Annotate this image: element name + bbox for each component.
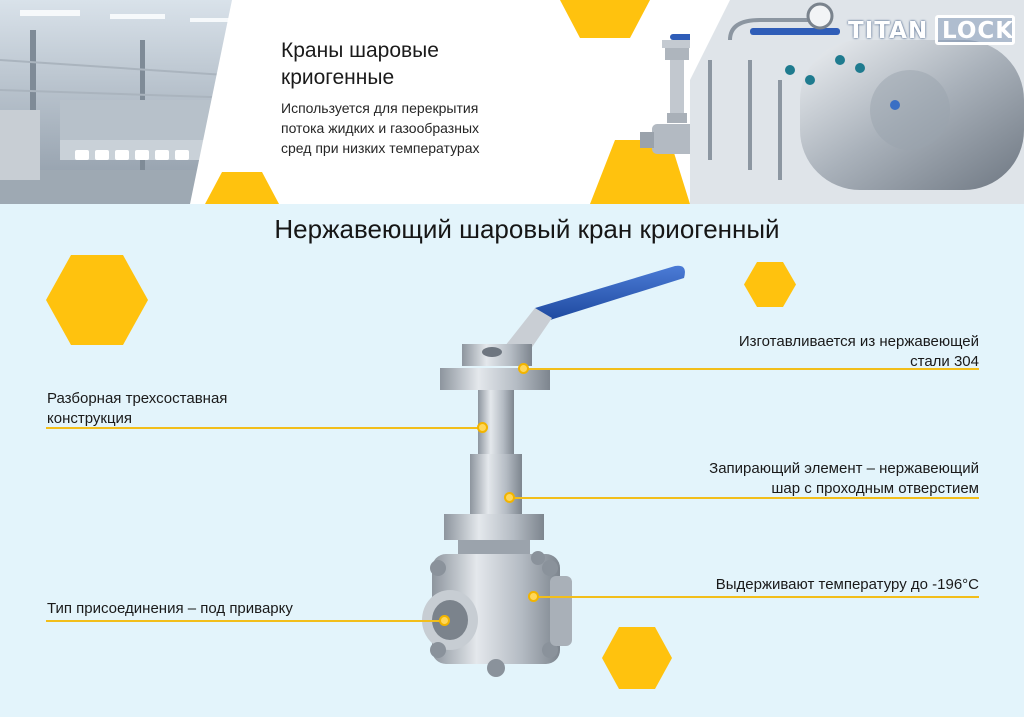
callout-line-ball: [509, 497, 979, 499]
logo-lock-frame: [935, 15, 1015, 45]
logo-text-lock: LOCK: [942, 18, 1015, 44]
cryogenic-equipment-photo: [690, 0, 1024, 204]
top-banner: Краны шаровые криогенные Используется дл…: [0, 0, 1024, 204]
banner-text-line1: Используется для перекрытия: [281, 100, 479, 116]
callout-material-line2: стали 304: [910, 353, 979, 370]
ball-valve-image: [422, 265, 685, 677]
callout-marker-material: [518, 363, 529, 374]
callout-material-line1: Изготавливается из нержавеющей: [738, 333, 979, 350]
callout-line-construction: [46, 427, 482, 429]
callout-marker-construction: [477, 422, 488, 433]
callout-ball: Запирающий элемент – нержавеющий шар с п…: [600, 459, 979, 499]
decor-hexagon-bottom: [602, 627, 672, 689]
decor-hexagon-small: [744, 262, 796, 307]
banner-description: Используется для перекрытия потока жидки…: [281, 98, 561, 158]
callout-ball-line1: Запирающий элемент – нержавеющий: [709, 460, 979, 477]
callout-marker-temperature: [528, 591, 539, 602]
brand-logo: TITAN LOCK: [844, 14, 1020, 50]
banner-hexagons: [560, 0, 690, 204]
callout-ball-line2: шар с проходным отверстием: [771, 480, 979, 497]
callout-connection: Тип присоединения – под приварку: [47, 600, 293, 617]
banner-title-line2: криогенные: [281, 66, 395, 89]
factory-photo: [0, 0, 300, 204]
callout-marker-ball: [504, 492, 515, 503]
banner-title-line1: Краны шаровые: [281, 39, 439, 62]
logo-text-titan: TITAN: [848, 18, 929, 44]
decor-hexagon-left: [46, 255, 148, 345]
callout-material: Изготавливается из нержавеющей стали 304: [620, 332, 979, 372]
callout-marker-connection: [439, 615, 450, 626]
callout-construction: Разборная трехсоставная конструкция: [47, 389, 347, 429]
banner-text-line2: потока жидких и газообразных: [281, 120, 480, 136]
callout-line-connection: [46, 620, 444, 622]
callout-line-temperature: [533, 596, 979, 598]
callout-temperature: Выдерживают температуру до -196°С: [715, 576, 979, 593]
callout-line-material: [523, 368, 979, 370]
banner-text-line3: сред при низких температурах: [281, 140, 480, 156]
callout-construction-line2: конструкция: [47, 410, 133, 427]
callout-construction-line1: Разборная трехсоставная: [47, 390, 228, 407]
main-heading: Нержавеющий шаровый кран криогенный: [274, 214, 780, 244]
banner-title: Краны шаровые криогенные: [281, 37, 581, 91]
